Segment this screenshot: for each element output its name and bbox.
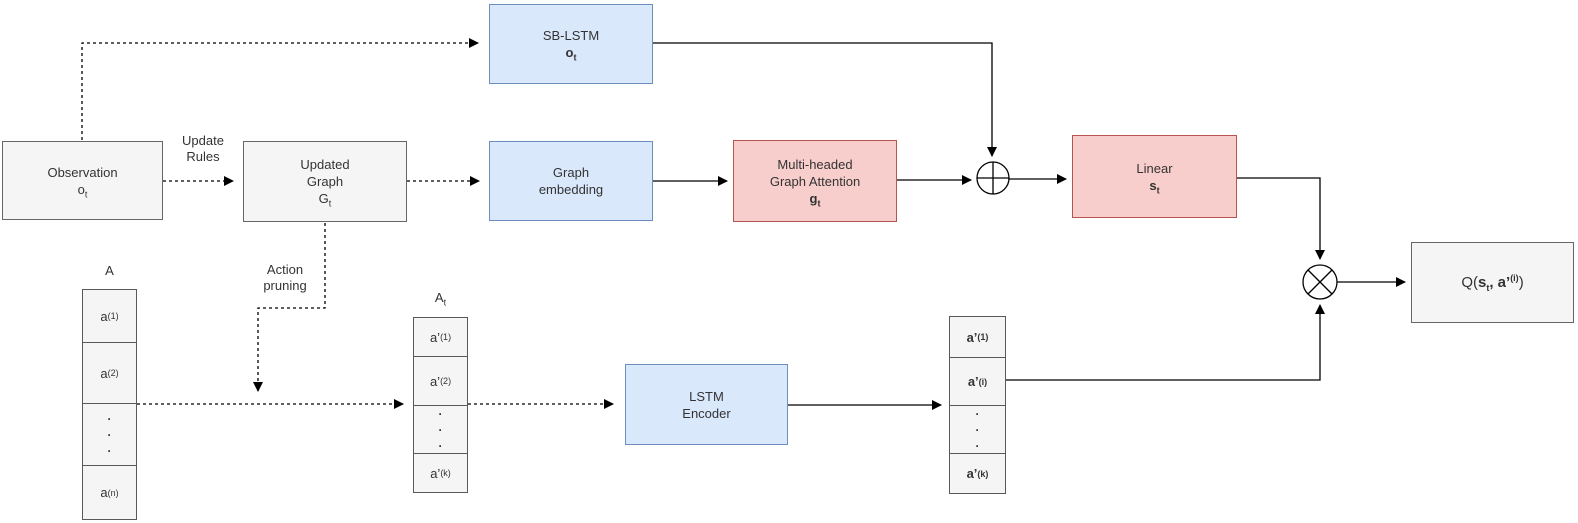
action-cell: a’(2) bbox=[413, 356, 468, 406]
node-graph-embedding: Graph embedding bbox=[489, 141, 653, 221]
node-symbol: st bbox=[1149, 177, 1160, 196]
node-symbol: gt bbox=[809, 190, 821, 209]
sum-operator-icon bbox=[976, 161, 1010, 195]
node-symbol: ot bbox=[77, 181, 88, 200]
node-label: Encoder bbox=[682, 405, 731, 421]
node-label: Observation bbox=[47, 164, 118, 180]
node-label: Multi-headed bbox=[777, 156, 853, 172]
node-observation: Observation ot bbox=[2, 141, 163, 220]
action-cell: a’(i) bbox=[949, 357, 1006, 406]
product-operator-icon bbox=[1302, 264, 1338, 300]
node-label: Graph bbox=[552, 165, 590, 180]
action-cell: a’(1) bbox=[413, 317, 468, 357]
node-symbol: ot bbox=[565, 45, 577, 63]
node-label: Graph Attention bbox=[769, 173, 861, 189]
column-at-header: At bbox=[434, 290, 447, 308]
node-lstm-encoder: LSTM Encoder bbox=[625, 364, 788, 445]
node-label: LSTM bbox=[689, 388, 724, 404]
node-graph-attention: Multi-headed Graph Attention gt bbox=[733, 140, 897, 222]
action-cell: a(1) bbox=[82, 289, 137, 343]
node-sb-lstm: SB-LSTM ot bbox=[489, 4, 653, 84]
edge-encoded-to-product bbox=[1006, 304, 1325, 381]
node-label: Graph bbox=[306, 174, 344, 189]
node-updated-graph: Updated Graph Gt bbox=[243, 141, 407, 222]
node-linear: Linear st bbox=[1072, 135, 1237, 218]
column-encoded-actions: a’(1) a’(i) · · · a’(k) bbox=[949, 316, 1006, 494]
label-update-rules: Update Rules bbox=[182, 133, 224, 164]
column-a-header: A bbox=[105, 263, 114, 278]
column-pruned-actions: a’(1) a’(2) · · · a’(k) bbox=[413, 317, 468, 493]
edge-observation-to-sblstm bbox=[81, 38, 479, 140]
q-value-expression: Q(st, a’(i)) bbox=[1461, 273, 1524, 293]
ellipsis-cell: · · · bbox=[413, 405, 468, 454]
action-cell: a(n) bbox=[82, 465, 137, 520]
ellipsis-cell: · · · bbox=[82, 403, 137, 466]
edge-action-pruning bbox=[253, 223, 326, 392]
label-action-pruning: Action pruning bbox=[263, 262, 307, 293]
node-label: embedding bbox=[538, 182, 604, 197]
node-q-output: Q(st, a’(i)) bbox=[1411, 242, 1574, 323]
action-cell: a’(k) bbox=[413, 453, 468, 493]
action-cell: a’(1) bbox=[949, 316, 1006, 358]
edge-linear-to-product bbox=[1237, 177, 1325, 260]
edge-sblstm-to-sum bbox=[653, 42, 997, 157]
action-cell: a(2) bbox=[82, 342, 137, 404]
action-cell: a’(k) bbox=[949, 453, 1006, 494]
column-action-set-a: a(1) a(2) · · · a(n) bbox=[82, 289, 137, 520]
node-label: Updated bbox=[300, 157, 350, 172]
node-label: SB-LSTM bbox=[542, 28, 600, 43]
ellipsis-cell: · · · bbox=[949, 405, 1006, 454]
node-symbol: Gt bbox=[318, 191, 332, 209]
node-label: Linear bbox=[1136, 160, 1173, 176]
